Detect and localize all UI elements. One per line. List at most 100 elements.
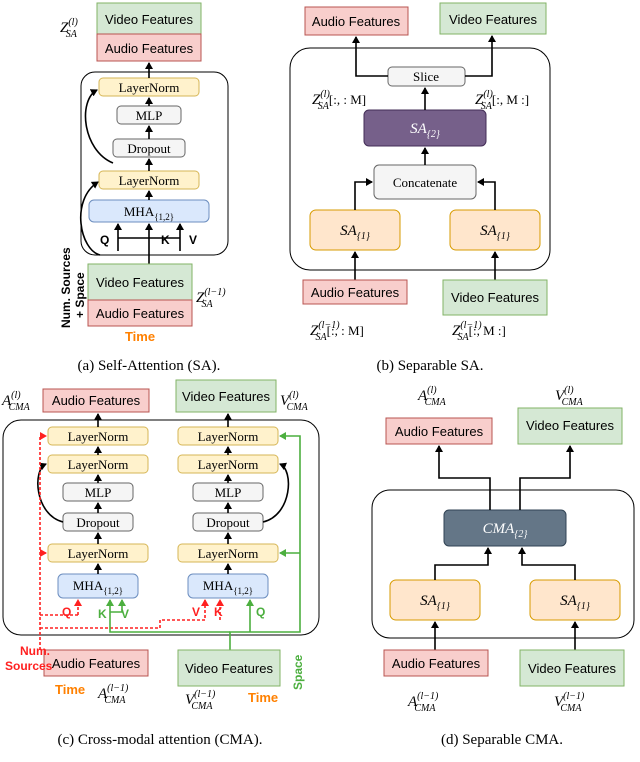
a-k-label: K [161,233,170,247]
panel-a: Video Features Audio Features Z(l)SA Lay… [59,2,229,374]
b-z-slice-left: Z(l)SA[:, : M] [312,89,366,112]
b-audio-features-out [304,6,409,36]
c-left-mha-label: MHA{1,2} [73,578,123,596]
d-audio-features-out [385,417,493,445]
c-k-left: K [98,607,107,621]
a-q-label: Q [100,233,109,247]
a-layernorm-bottom-label: LayerNorm [119,173,180,188]
d-a-cma-in: A(l−1)CMA [407,691,439,714]
c-sources-label: Sources [5,659,53,673]
c-audio-features-in-label: Audio Features [52,656,141,671]
a-z-sa-out: Z(l)SA [60,17,78,40]
c-q-left: Q [62,605,71,619]
c-video-features-in [177,649,281,687]
d-audio-features-in-label: Audio Features [392,656,481,671]
d-v-cma-in: V(l−1)CMA [554,691,585,714]
panel-d: A(l)CMA V(l)CMA Audio Features Video Fea… [371,385,635,748]
a-dropout-label: Dropout [127,141,171,156]
c-v-cma-out: V(l)CMA [280,390,309,413]
b-sa2-label: SA{2} [410,121,440,140]
b-video-features-out [439,2,547,35]
d-sa1-left-label: SA{1} [420,593,450,612]
c-time-left: Time [55,682,85,697]
d-video-features-out [517,407,623,445]
b-audio-features-in [302,279,408,305]
a-v-label: V [189,233,197,247]
c-a-cma-out: A(l)CMA [1,390,31,413]
a-video-features-out-label: Video Features [105,12,193,27]
c-left-mlp-label: MLP [85,485,112,500]
b-z-in-right: Z(l−1)SA[:, M :] [452,320,506,343]
d-v-cma-out: V(l)CMA [555,385,584,408]
a-audio-features-out [96,33,202,62]
c-q-right: Q [256,605,265,619]
c-right-layernorm-3-label: LayerNorm [198,546,259,561]
b-audio-features-in-label: Audio Features [311,285,400,300]
d-cma2-label: CMA{2} [483,521,528,540]
c-space-label: Space [291,654,305,690]
d-a-cma-out: A(l)CMA [417,385,447,408]
a-time-label: Time [125,329,155,344]
panel-c: Audio Features Video Features A(l)CMA V(… [1,379,320,748]
d-sa1-right-label: SA{1} [560,593,590,612]
a-sources-space-label-1: Num. Sources [59,247,73,328]
c-audio-features-in [43,649,149,677]
b-z-slice-right: Z(l)SA[:, M :] [475,89,529,112]
a-mlp-label: MLP [136,108,163,123]
d-video-features-in-label: Video Features [528,661,616,676]
c-audio-features-out [42,388,150,413]
c-right-mha-label: MHA{1,2} [203,578,253,596]
c-v-right: V [192,605,200,619]
c-left-layernorm-2-label: LayerNorm [68,457,129,472]
c-video-features-in-label: Video Features [185,661,273,676]
b-video-features-in [442,279,548,316]
a-audio-features-in [87,299,193,327]
c-video-features-out [175,379,277,413]
c-right-layernorm-1-label: LayerNorm [198,429,259,444]
b-sa1-left-label: SA{1} [340,223,370,242]
panel-b-container [289,47,551,271]
b-z-in-left: Z(l−1)SA[:, : M] [310,320,364,343]
c-right-mlp-label: MLP [215,485,242,500]
a-audio-features-in-label: Audio Features [96,306,185,321]
b-audio-features-out-label: Audio Features [312,14,401,29]
a-mha-label: MHA{1,2} [124,204,174,222]
c-left-dropout-label: Dropout [76,515,120,530]
panel-c-container [2,419,320,636]
caption-a: (a) Self-Attention (SA). [78,358,221,374]
d-cma2 [443,509,567,547]
b-slice-label: Slice [413,69,439,84]
b-sa1-right-label: SA{1} [480,223,510,242]
panel-b: Audio Features Video Features Slice SA{2… [289,2,551,374]
a-sources-space-label-2: + Space [73,272,87,318]
a-video-features-in [87,263,193,301]
c-left-layernorm-1-label: LayerNorm [68,429,129,444]
d-audio-features-in [383,649,489,677]
caption-c: (c) Cross-modal attention (CMA). [58,732,263,748]
caption-b: (b) Separable SA. [376,358,483,374]
d-video-features-in [519,649,625,687]
c-a-cma-in: A(l−1)CMA [97,683,129,706]
c-time-right: Time [248,690,278,705]
c-video-features-out-label: Video Features [182,389,270,404]
c-v-cma-in: V(l−1)CMA [185,689,216,712]
caption-d: (d) Separable CMA. [441,732,563,748]
c-left-layernorm-3-label: LayerNorm [68,546,129,561]
b-video-features-out-label: Video Features [449,12,537,27]
d-video-features-out-label: Video Features [526,418,614,433]
c-num-label: Num. [20,644,50,658]
a-audio-features-out-label: Audio Features [105,41,194,56]
a-z-sa-in: Z(l−1)SA [196,287,226,310]
a-video-features-in-label: Video Features [96,275,184,290]
panel-a-container [80,71,229,256]
d-audio-features-out-label: Audio Features [395,424,484,439]
a-layernorm-top-label: LayerNorm [119,80,180,95]
a-video-features-out [96,2,202,35]
c-k-right: K [214,605,223,619]
b-concatenate-label: Concatenate [393,175,457,190]
panel-d-container [371,489,635,639]
c-right-layernorm-2-label: LayerNorm [198,457,259,472]
c-right-dropout-label: Dropout [206,515,250,530]
c-v-left: V [121,607,129,621]
